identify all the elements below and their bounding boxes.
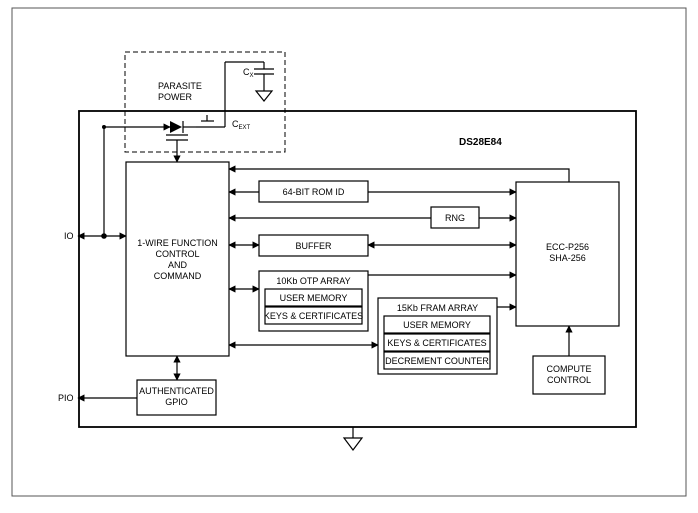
cext-label: CEXT: [232, 119, 251, 131]
crypto-label-1: ECC-P256: [546, 242, 589, 252]
outer-frame: [11, 7, 687, 497]
buffer-label: BUFFER: [296, 241, 333, 251]
ground-icon: [342, 427, 364, 451]
crypto-engine-block: [515, 181, 620, 327]
fram-user-memory: [383, 315, 491, 334]
parasite-label-2: POWER: [158, 92, 193, 102]
compute-control-block: [532, 355, 606, 395]
onewire-control-block: [125, 161, 230, 357]
io-line: [77, 125, 127, 240]
compute-label-1: COMPUTE: [547, 364, 592, 374]
crypto-label-2: SHA-256: [549, 253, 586, 263]
fram-keys-certificates: [383, 333, 491, 352]
pio-pin-label: PIO: [58, 393, 74, 403]
rng-block: [430, 206, 480, 229]
otp-user-memory: [264, 288, 363, 307]
cext-element: [196, 115, 225, 128]
onewire-label-2: CONTROL: [155, 249, 199, 259]
rng-label: RNG: [445, 213, 465, 223]
onewire-label-4: COMMAND: [154, 271, 202, 281]
fram-decrement-counter: [383, 351, 491, 370]
onewire-label-1: 1-WIRE FUNCTION: [137, 238, 218, 248]
fram-decrement-counter-label: DECREMENT COUNTER: [385, 356, 489, 366]
compute-label-2: CONTROL: [547, 375, 591, 385]
io-pin-label: IO: [64, 231, 74, 241]
otp-keys-certificates: [264, 306, 363, 325]
otp-user-memory-label: USER MEMORY: [280, 293, 348, 303]
rom-id-label: 64-BIT ROM ID: [283, 187, 345, 197]
fram-keys-certificates-label: KEYS & CERTIFICATES: [387, 338, 486, 348]
cx-capacitor: [224, 61, 274, 127]
onewire-label-3: AND: [168, 260, 188, 270]
crypto-feedback-line: [228, 165, 570, 182]
parasite-label-1: PARASITE: [158, 81, 202, 91]
cx-label: CX: [243, 67, 254, 79]
fram-array-title: 15Kb FRAM ARRAY: [397, 303, 478, 313]
parasite-diode-icon: [104, 121, 196, 163]
gpio-label-1: AUTHENTICATED: [139, 386, 214, 396]
fram-user-memory-label: USER MEMORY: [403, 320, 471, 330]
otp-array-title: 10Kb OTP ARRAY: [276, 276, 350, 286]
parasite-power-region: [124, 51, 286, 153]
gpio-block: [136, 379, 217, 416]
chip-boundary: [78, 110, 637, 428]
gpio-label-2: GPIO: [165, 397, 188, 407]
otp-keys-certificates-label: KEYS & CERTIFICATES: [264, 311, 363, 321]
chip-name: DS28E84: [459, 137, 502, 148]
